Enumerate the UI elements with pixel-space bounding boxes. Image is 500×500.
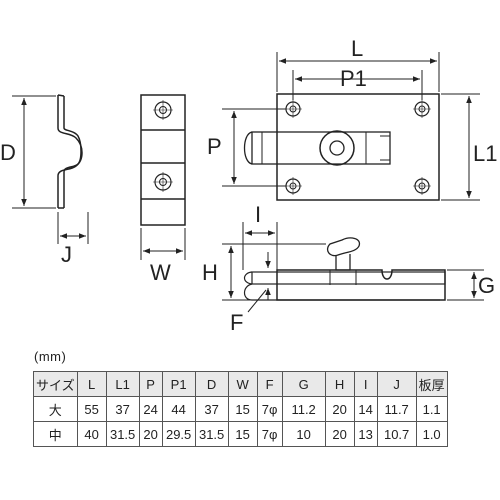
cell-l: 55 bbox=[76, 396, 107, 422]
dimension-g: G bbox=[447, 269, 495, 301]
header-thickness: 板厚 bbox=[415, 371, 448, 397]
cell-p1: 44 bbox=[161, 396, 196, 422]
cell-l: 40 bbox=[76, 421, 107, 447]
strike-front-view bbox=[140, 94, 186, 226]
dimension-l: L bbox=[276, 36, 440, 92]
dimension-f: F bbox=[230, 252, 271, 335]
header-j: J bbox=[376, 371, 417, 397]
label-f: F bbox=[230, 310, 243, 335]
size-cell: 中 bbox=[33, 421, 78, 447]
cell-f: 7φ bbox=[256, 421, 283, 447]
cell-thickness: 1.0 bbox=[415, 421, 448, 447]
header-p: P bbox=[138, 371, 163, 397]
cell-g: 11.2 bbox=[281, 396, 326, 422]
header-f: F bbox=[256, 371, 283, 397]
cell-p1: 29.5 bbox=[161, 421, 196, 447]
cell-j: 11.7 bbox=[376, 396, 417, 422]
cell-d: 37 bbox=[194, 396, 229, 422]
dimension-w: W bbox=[140, 228, 186, 285]
cell-d: 31.5 bbox=[194, 421, 229, 447]
strike-screw-hole-bottom bbox=[153, 172, 173, 192]
cell-w: 15 bbox=[227, 396, 258, 422]
header-g: G bbox=[281, 371, 326, 397]
hardware-technical-drawing: D J W bbox=[0, 36, 497, 335]
label-j: J bbox=[61, 242, 72, 267]
header-size: サイズ bbox=[33, 371, 78, 397]
label-i: I bbox=[255, 202, 261, 227]
table-row: 大 55 37 24 44 37 15 7φ 11.2 20 14 11.7 1… bbox=[33, 396, 448, 422]
header-l1: L1 bbox=[105, 371, 140, 397]
dimension-h: H bbox=[202, 243, 326, 301]
size-cell: 大 bbox=[33, 396, 78, 422]
cell-h: 20 bbox=[324, 421, 355, 447]
dimension-p1: P1 bbox=[292, 66, 423, 100]
header-w: W bbox=[227, 371, 258, 397]
cell-j: 10.7 bbox=[376, 421, 417, 447]
cell-f: 7φ bbox=[256, 396, 283, 422]
cell-thickness: 1.1 bbox=[415, 396, 448, 422]
unit-label: (mm) bbox=[34, 349, 67, 364]
cell-w: 15 bbox=[227, 421, 258, 447]
header-h: H bbox=[324, 371, 355, 397]
label-g: G bbox=[478, 273, 495, 298]
dimension-p: P bbox=[207, 108, 286, 187]
label-l1: L1 bbox=[473, 141, 497, 166]
dimension-j: J bbox=[57, 212, 89, 267]
label-p: P bbox=[207, 134, 222, 159]
label-h: H bbox=[202, 260, 218, 285]
cell-h: 20 bbox=[324, 396, 355, 422]
label-d: D bbox=[0, 140, 16, 165]
label-w: W bbox=[150, 260, 171, 285]
cell-i: 14 bbox=[353, 396, 378, 422]
header-i: I bbox=[353, 371, 378, 397]
header-l: L bbox=[76, 371, 107, 397]
latch-front-view bbox=[243, 93, 440, 201]
cell-g: 10 bbox=[281, 421, 326, 447]
dimension-i: I bbox=[242, 202, 278, 270]
latch-side-view bbox=[243, 237, 446, 301]
spec-table-header-row: サイズ L L1 P P1 D W F G H I J 板厚 bbox=[33, 371, 448, 397]
label-p1: P1 bbox=[340, 66, 367, 91]
spec-table: サイズ L L1 P P1 D W F G H I J 板厚 大 55 37 2… bbox=[33, 371, 448, 447]
dimension-l1: L1 bbox=[441, 93, 497, 201]
strike-side-view bbox=[57, 94, 83, 209]
cell-p: 20 bbox=[138, 421, 163, 447]
dimension-d-left: D bbox=[0, 95, 56, 209]
cell-l1: 31.5 bbox=[105, 421, 140, 447]
header-d: D bbox=[194, 371, 229, 397]
label-l: L bbox=[351, 36, 363, 61]
cell-p: 24 bbox=[138, 396, 163, 422]
cell-i: 13 bbox=[353, 421, 378, 447]
header-p1: P1 bbox=[161, 371, 196, 397]
latch-screw-holes bbox=[284, 100, 431, 195]
strike-screw-hole-top bbox=[153, 100, 173, 120]
table-row: 中 40 31.5 20 29.5 31.5 15 7φ 10 20 13 10… bbox=[33, 421, 448, 447]
cell-l1: 37 bbox=[105, 396, 140, 422]
